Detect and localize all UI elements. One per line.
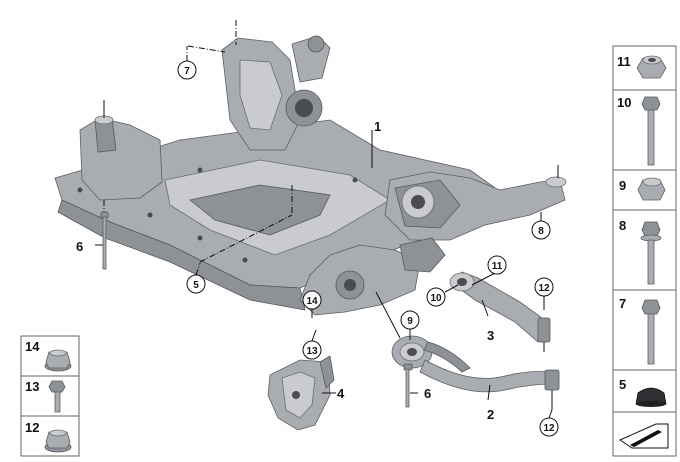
svg-text:12: 12 xyxy=(543,423,555,434)
svg-text:8: 8 xyxy=(538,226,544,237)
tension-strut-part xyxy=(449,271,551,352)
hex-nut-icon xyxy=(636,55,667,79)
callout-5: 5 xyxy=(186,274,206,294)
panel-label-11: 11 xyxy=(617,54,631,69)
collar-nut-icon xyxy=(44,349,72,372)
bolt-left-part xyxy=(100,211,109,270)
panel-label-9: 9 xyxy=(619,178,626,193)
callout-10: 10 xyxy=(426,287,446,307)
svg-text:14: 14 xyxy=(306,296,318,307)
callout-8: 8 xyxy=(531,220,551,240)
lower-control-arm-part xyxy=(391,335,560,410)
callout-9: 9 xyxy=(400,310,420,330)
flange-bolt-icon xyxy=(640,221,662,285)
bolt-icon xyxy=(641,299,661,365)
label-tension-strut: 3 xyxy=(487,328,494,343)
panel-label-8: 8 xyxy=(619,218,626,233)
label-bracket: 4 xyxy=(337,386,345,401)
svg-text:12: 12 xyxy=(538,283,550,294)
bolt-bottom-part xyxy=(403,363,413,408)
callout-13: 13 xyxy=(302,340,322,360)
panel-label-14: 14 xyxy=(25,339,40,354)
label-bolt-bottom: 6 xyxy=(424,386,431,401)
svg-text:10: 10 xyxy=(430,293,442,304)
nut-icon xyxy=(637,177,666,201)
arrow-icon xyxy=(618,423,669,449)
label-bolt-left: 6 xyxy=(76,239,83,254)
panel-label-12: 12 xyxy=(25,420,39,435)
panel-label-5: 5 xyxy=(619,377,626,392)
label-lower-arm: 2 xyxy=(487,407,494,422)
label-subframe: 1 xyxy=(374,119,381,134)
callout-11: 11 xyxy=(487,255,507,275)
right-parts-panel: 11 10 9 8 7 5 xyxy=(612,45,677,457)
callout-7: 7 xyxy=(177,60,197,80)
long-bolt-icon xyxy=(641,96,661,166)
svg-text:11: 11 xyxy=(492,261,503,272)
svg-text:9: 9 xyxy=(407,316,413,327)
collar-nut-icon xyxy=(44,429,72,453)
callout-12-bottom: 12 xyxy=(539,417,559,437)
left-parts-panel: 14 13 12 xyxy=(20,335,80,457)
bracket-part xyxy=(267,355,335,431)
svg-text:7: 7 xyxy=(184,66,190,77)
panel-label-7: 7 xyxy=(619,296,626,311)
panel-label-13: 13 xyxy=(25,379,39,394)
front-axle-subframe xyxy=(54,35,567,316)
short-bolt-icon xyxy=(48,380,66,413)
panel-label-10: 10 xyxy=(617,95,631,110)
rubber-buffer-icon xyxy=(635,387,667,407)
callout-12-top: 12 xyxy=(534,277,554,297)
svg-text:5: 5 xyxy=(193,280,199,291)
callout-14: 14 xyxy=(302,290,322,310)
svg-text:13: 13 xyxy=(306,346,318,357)
